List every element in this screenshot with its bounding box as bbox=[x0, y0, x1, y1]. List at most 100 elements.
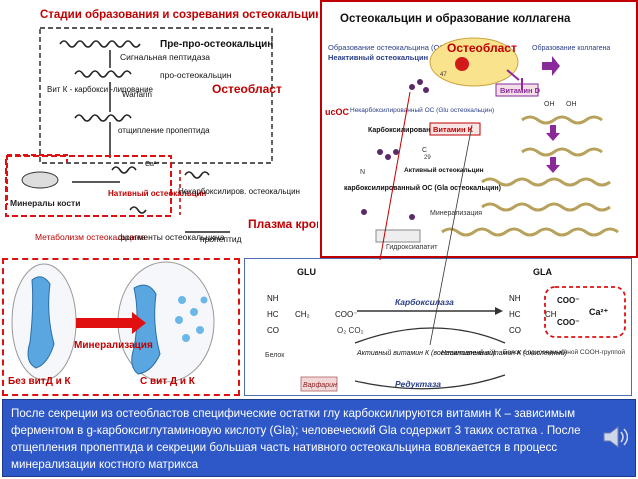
molecules bbox=[361, 79, 429, 220]
right-top-diagram: Остеокальцин и образование коллагена Обр… bbox=[325, 13, 619, 251]
nh-left: NH bbox=[267, 294, 279, 303]
co-right: CO bbox=[509, 326, 521, 335]
num29: 29 bbox=[424, 155, 431, 161]
hc-left: HC bbox=[267, 310, 279, 319]
bone-left bbox=[27, 276, 55, 369]
hydroxyapatite-label: Гидроксиапатит bbox=[386, 244, 438, 251]
coo1-label: COO⁻ bbox=[557, 296, 579, 305]
without-vit-label: Без витД и К bbox=[8, 376, 72, 387]
native-chain bbox=[111, 166, 137, 174]
caption-text: После секреции из остеобластов специфиче… bbox=[11, 407, 581, 471]
carbox-oc-label: карбоксилированный OC (Gla остеокальцин) bbox=[344, 184, 501, 192]
protein-label: Белок bbox=[265, 352, 285, 359]
osteoblast-label: Остеобласт bbox=[212, 82, 282, 96]
speaker-icon[interactable] bbox=[600, 424, 629, 455]
warfarin-label-bm: Варфарин bbox=[303, 382, 337, 389]
collagen-formation-label: Образование коллагена bbox=[532, 44, 610, 52]
osteoblast-title: Остеобласт bbox=[447, 41, 517, 55]
red-arrow-shaft bbox=[76, 318, 134, 328]
hydroxyapatite-box bbox=[375, 229, 421, 243]
protein-gla-label: Белок с присоединенной COOH-группой bbox=[503, 348, 625, 356]
fragments-label: фрагменты остеокальцина bbox=[118, 232, 225, 242]
left-top-panel: Стадии образования и созревания остеокал… bbox=[0, 0, 331, 258]
ucoc-label: ucOC bbox=[325, 107, 350, 117]
bone-right bbox=[131, 284, 161, 375]
carboxylase-arrowhead bbox=[495, 307, 503, 315]
native-label: Нативный остеокальцин bbox=[108, 189, 207, 198]
red-arrow-head bbox=[132, 312, 146, 334]
propeptide-label: пропептид bbox=[200, 234, 242, 244]
vitamin-d-label: Витамин D bbox=[500, 86, 541, 95]
carboxylation-diagram: GLU GLA NH NH HC HC CH₂ CH COO⁻ CO CO Бе… bbox=[265, 267, 626, 392]
chemistry-panel: GLU GLA NH NH HC HC CH₂ CH COO⁻ CO CO Бе… bbox=[244, 258, 632, 396]
gla-label: GLA bbox=[533, 267, 552, 277]
connector-red bbox=[379, 91, 411, 261]
nucleus bbox=[455, 57, 469, 71]
inactive-vitk-label: Неактивный витамин К (окисленный) bbox=[441, 349, 567, 357]
with-vit-label: С вит Д и К bbox=[140, 376, 196, 387]
vitamin-k-label: Витамин K bbox=[433, 125, 474, 134]
active-label: Активный остеокальцин bbox=[404, 166, 484, 174]
plasma-label: Плазма крови bbox=[248, 217, 318, 231]
bone-minerals-label: Минералы кости bbox=[10, 198, 80, 208]
connector-dark bbox=[429, 124, 473, 346]
nh-right: NH bbox=[509, 294, 521, 303]
osteoblast-cell bbox=[429, 37, 519, 87]
o2co2-label: O₂ CO₂ bbox=[337, 326, 364, 335]
pro-label: про-остеокальцин bbox=[160, 70, 232, 80]
signal-peptidase-label: Сигнальная пептидаза bbox=[120, 52, 210, 62]
warfarin-label: Warfarin bbox=[122, 90, 152, 99]
carbox-chain bbox=[74, 114, 132, 122]
left-title: Стадии образования и созревания остеокал… bbox=[40, 9, 318, 21]
oh1: OH bbox=[544, 101, 555, 108]
c-label: C bbox=[422, 147, 427, 154]
hc-right: HC bbox=[509, 310, 521, 319]
ca-bm-label: Ca²⁺ bbox=[589, 307, 609, 317]
ch-label: CH bbox=[545, 310, 557, 319]
mineral-crystal bbox=[21, 171, 59, 189]
noncarbox-label: Некарбоксилиров. остеокальцин bbox=[178, 187, 300, 196]
bottom-left-panel: Минерализация Без витД и К С вит Д и К bbox=[2, 258, 240, 396]
coo-ca-highlight bbox=[544, 286, 626, 338]
mineralization-label: Минерализация bbox=[74, 340, 153, 351]
metabolism-label: Метаболизм остеокальцина bbox=[35, 232, 146, 242]
glu-label: GLU bbox=[297, 267, 316, 277]
active-vitk-label: Активный витамин К (восстановленный) bbox=[356, 349, 495, 357]
left-top-diagram: Стадии образования и созревания остеокал… bbox=[5, 9, 331, 244]
num47: 47 bbox=[440, 72, 447, 78]
right-top-panel: Остеокальцин и образование коллагена Обр… bbox=[320, 0, 638, 258]
proOC-chain bbox=[74, 70, 132, 78]
red-dashed-box bbox=[5, 155, 172, 217]
cycle-bottom bbox=[354, 374, 506, 390]
uncarbox-label: Некарбоксилированный OC (Glu остеокальци… bbox=[350, 106, 494, 114]
arrow-purple1 bbox=[506, 69, 523, 90]
bone-mineralization-diagram: Минерализация Без витД и К С вит Д и К bbox=[8, 261, 215, 387]
inactive-oc-label: Неактивный остеокальцин bbox=[328, 53, 428, 62]
coo2-label: COO⁻ bbox=[557, 318, 579, 327]
right-mineralization-label: Минерализация bbox=[430, 210, 482, 217]
ch2-label: CH₂ bbox=[295, 310, 310, 319]
warfarin-box bbox=[300, 376, 338, 392]
collagen-fibers bbox=[441, 115, 619, 237]
ca-label: Ca²⁺ bbox=[145, 161, 160, 168]
preproOC-chain bbox=[59, 40, 141, 48]
n-label: N bbox=[360, 169, 365, 176]
noncarbox-chain bbox=[184, 171, 210, 179]
right-title: Остеокальцин и образование коллагена bbox=[340, 13, 571, 25]
oh2: OH bbox=[566, 101, 577, 108]
vitamin-k-box bbox=[429, 122, 481, 136]
vitamin-d-box bbox=[495, 83, 539, 97]
coo-glu: COO⁻ bbox=[335, 310, 357, 319]
cleavage-label: отщипление пропептида bbox=[118, 126, 210, 135]
carboxylase-label: Карбоксилаза bbox=[395, 297, 454, 307]
reductase-label: Редуктаза bbox=[395, 379, 441, 389]
fragment-chain bbox=[129, 206, 147, 214]
co-left: CO bbox=[267, 326, 279, 335]
oc-formation-label: Образование остеокальцина (OC) bbox=[328, 43, 448, 52]
cycle-top bbox=[354, 327, 506, 344]
prepro-label: Пре-про-остеокальцин bbox=[160, 39, 273, 50]
mineral-dots bbox=[175, 296, 208, 342]
vitk-carbox-label: Вит К - карбокси -лирование bbox=[47, 85, 154, 94]
caption-box: После секреции из остеобластов специфиче… bbox=[2, 399, 636, 477]
